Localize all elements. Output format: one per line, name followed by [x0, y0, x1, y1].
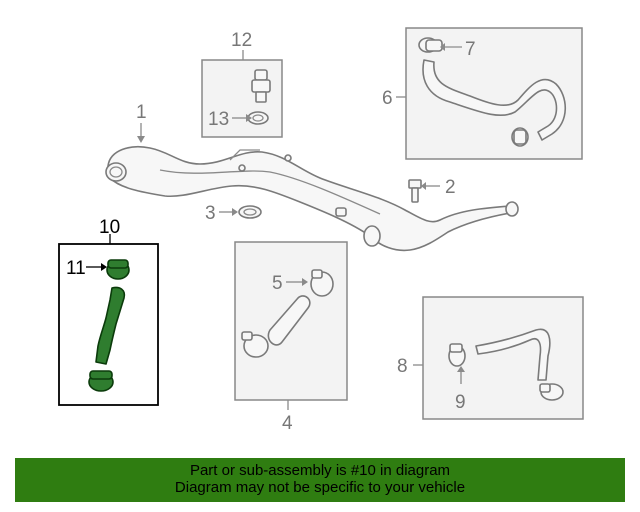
green-clamp-10b: [88, 370, 114, 392]
callout-3[interactable]: 3: [205, 203, 216, 224]
info-banner: Part or sub-assembly is #10 in diagram D…: [15, 458, 625, 502]
hose-clamp-6b: [511, 127, 529, 147]
hose-clamp-9[interactable]: [448, 343, 466, 367]
green-clamp-11[interactable]: [106, 259, 130, 280]
callout-8[interactable]: 8: [397, 356, 408, 377]
short-hose-4[interactable]: [267, 295, 311, 346]
callout-1[interactable]: 1: [136, 102, 147, 123]
callout-13[interactable]: 13: [208, 109, 229, 130]
callout-11[interactable]: 11: [66, 258, 86, 279]
callout-12[interactable]: 12: [231, 30, 252, 51]
callout-9[interactable]: 9: [455, 392, 466, 413]
callout-7[interactable]: 7: [465, 39, 476, 60]
water-pipe-assembly[interactable]: [107, 146, 517, 252]
sensor-box: [201, 59, 283, 138]
hose-clamp-8b: [539, 383, 564, 401]
o-ring-3[interactable]: [238, 205, 262, 219]
hose-8[interactable]: [475, 328, 551, 381]
hose-6[interactable]: [422, 59, 566, 141]
callout-4[interactable]: 4: [282, 413, 293, 434]
hose-clamp-5[interactable]: [310, 269, 334, 297]
banner-line-1: Part or sub-assembly is #10 in diagram: [189, 462, 451, 479]
green-hose-10[interactable]: [95, 286, 126, 365]
callout-5[interactable]: 5: [272, 273, 283, 294]
bolt-2[interactable]: [408, 179, 422, 203]
callout-2[interactable]: 2: [445, 177, 456, 198]
banner-line-2: Diagram may not be specific to your vehi…: [174, 479, 466, 496]
callout-10[interactable]: 10: [99, 217, 120, 238]
hose-clamp-4b: [241, 331, 269, 358]
hose-clamp-7[interactable]: [418, 37, 443, 53]
hose-box-8: [422, 296, 584, 420]
temperature-sensor[interactable]: [251, 69, 271, 103]
callout-6[interactable]: 6: [382, 88, 393, 109]
